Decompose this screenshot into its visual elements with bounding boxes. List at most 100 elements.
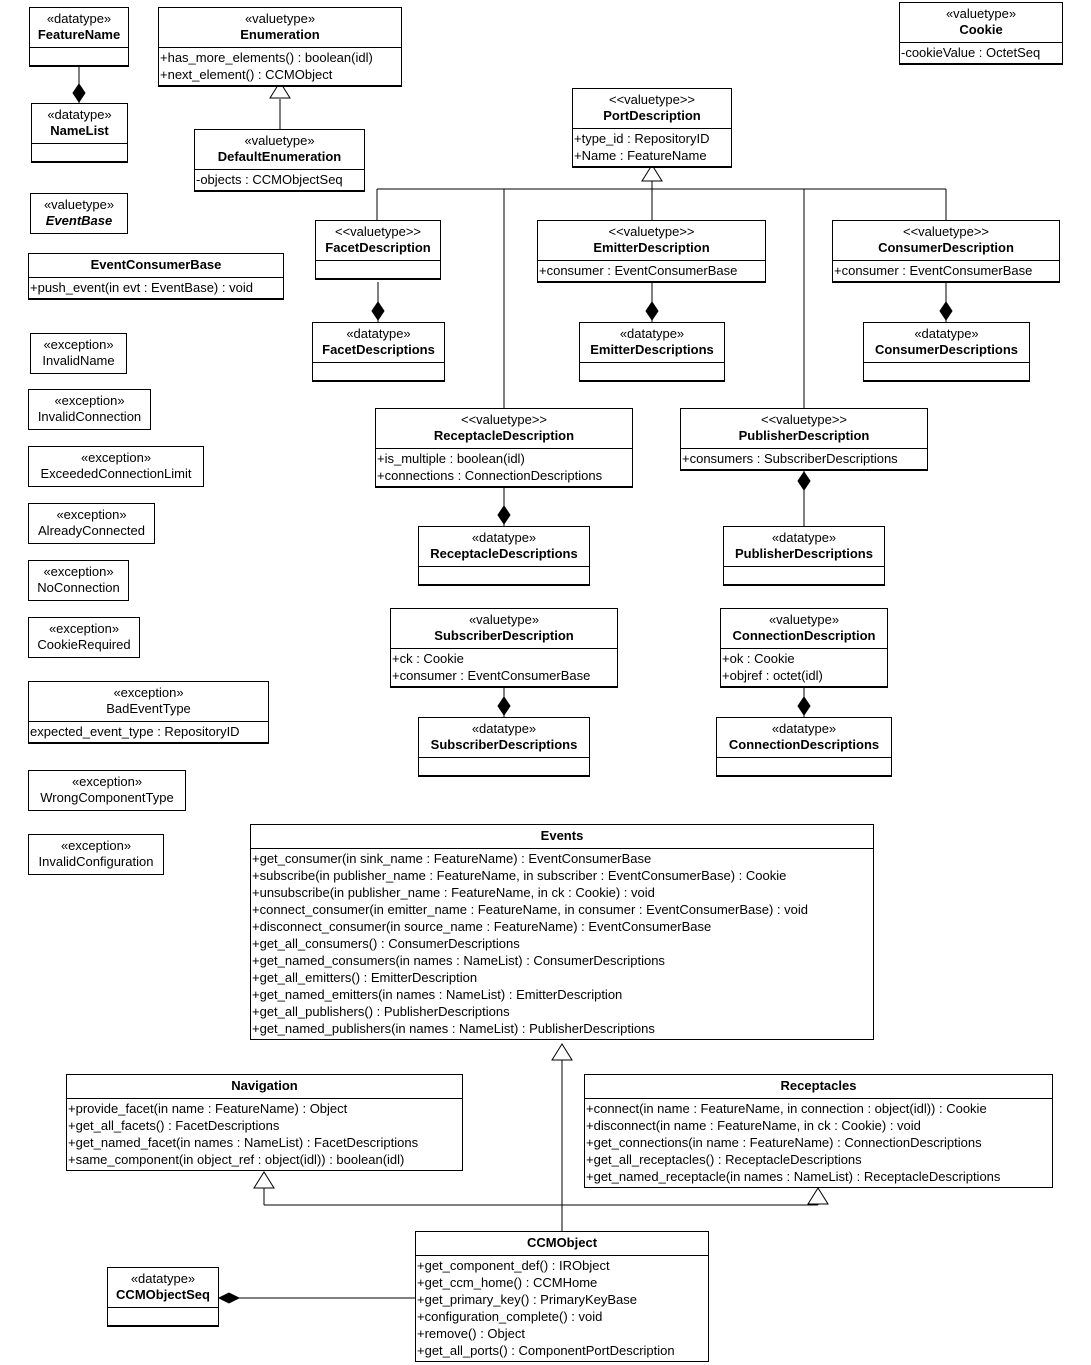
member-row: +consumer : EventConsumerBase [539,263,738,278]
class-navigation: Navigation+provide_facet(in name : Featu… [66,1074,463,1171]
class-header: «exception»NoConnection [29,561,128,600]
class-attributes: +ck : Cookie+consumer : EventConsumerBas… [391,649,617,687]
class-header: «exception»BadEventType [29,682,268,722]
class-header: «datatype»ReceptacleDescriptions [419,527,589,567]
class-name: PublisherDescription [738,428,870,443]
member-row: +unsubscribe(in publisher_name : Feature… [252,885,655,900]
class-header: «valuetype»Enumeration [159,8,401,48]
class-name: EmitterDescription [593,240,710,255]
class-name: ReceptacleDescriptions [430,546,578,561]
class-receptacle-descriptions: «datatype»ReceptacleDescriptions [418,526,590,586]
member-row: +ok : Cookie [722,651,795,666]
class-header: Events [251,825,873,849]
class-header: «datatype»EmitterDescriptions [580,323,724,363]
composition-diamond [72,83,86,103]
member-row: +same_component(in object_ref : object(i… [68,1152,405,1167]
stereotype-label: «datatype» [346,326,411,341]
class-header: <<valuetype>>ReceptacleDescription [376,409,632,449]
class-header: «exception»ExceededConnectionLimit [29,447,203,486]
class-header: EventConsumerBase [29,254,283,278]
class-header: «valuetype»DefaultEnumeration [195,130,364,170]
member-row: +get_named_consumers(in names : NameList… [252,953,665,968]
class-default-enumeration: «valuetype»DefaultEnumeration -objects : … [194,129,365,192]
member-row: +get_all_receptacles() : ReceptacleDescr… [586,1152,862,1167]
member-row: +get_ccm_home() : CCMHome [417,1275,598,1290]
class-header: Navigation [67,1075,462,1099]
class-header: «datatype»SubscriberDescriptions [419,718,589,758]
class-facet-descriptions: «datatype»FacetDescriptions [312,322,445,382]
class-attributes [313,363,444,381]
member-row: +disconnect_consumer(in source_name : Fe… [252,919,712,934]
member-row: +get_connections(in name : FeatureName) … [586,1135,982,1150]
member-row: -cookieValue : OctetSeq [901,45,1041,60]
member-row: +subscribe(in publisher_name : FeatureNa… [252,868,787,883]
class-attributes: +consumers : SubscriberDescriptions [681,449,927,470]
member-row: +get_consumer(in sink_name : FeatureName… [252,851,652,866]
member-row: +push_event(in evt : EventBase) : void [30,280,253,295]
class-ccm-object: CCMObject+get_component_def() : IRObject… [415,1231,709,1362]
stereotype-label: «exception» [43,564,114,579]
class-attributes [580,363,724,381]
member-row: +get_named_publishers(in names : NameLis… [252,1021,655,1036]
member-row: +get_component_def() : IRObject [417,1258,610,1273]
class-name: ConnectionDescription [732,628,876,643]
class-header: <<valuetype>>PublisherDescription [681,409,927,449]
class-name: InvalidConnection [37,409,142,424]
stereotype-label: <<valuetype>> [608,224,695,239]
class-name: FeatureName [37,27,121,42]
class-attributes: +is_multiple : boolean(idl)+connections … [376,449,632,487]
class-attributes [108,1308,218,1326]
class-name: EventBase [45,213,113,228]
class-emitter-descriptions: «datatype»EmitterDescriptions [579,322,725,382]
member-row: +next_element() : CCMObject [160,67,333,82]
stereotype-label: «valuetype» [244,133,315,148]
class-invalid-name: «exception»InvalidName [30,333,127,374]
class-header: «valuetype»Cookie [900,3,1062,43]
class-invalid-configuration: «exception»InvalidConfiguration [28,834,164,875]
member-row: +configuration_complete() : void [417,1309,603,1324]
class-subscriber-description: «valuetype»SubscriberDescription+ck : Co… [390,608,618,688]
class-header: «datatype»CCMObjectSeq [108,1268,218,1308]
stereotype-label: «datatype» [771,530,837,545]
generalization-arrow [253,1171,275,1189]
class-attributes: expected_event_type : RepositoryID [29,722,268,743]
class-ccm-object-seq: «datatype»CCMObjectSeq [107,1267,219,1327]
class-header: «datatype»FeatureName [30,8,128,48]
stereotype-label: «exception» [48,621,120,636]
class-name: WrongComponentType [40,790,174,805]
class-cookie-required: «exception»CookieRequired [28,617,140,658]
class-cookie: «valuetype»Cookie -cookieValue : OctetSeq [899,2,1063,65]
class-name: CookieRequired [37,637,131,652]
class-header: <<valuetype>>PortDescription [573,89,731,129]
class-exceeded-connection-limit: «exception»ExceededConnectionLimit [28,446,204,487]
class-name: EventConsumerBase [90,257,222,272]
stereotype-label: «exception» [80,450,152,465]
member-row: -objects : CCMObjectSeq [196,172,343,187]
class-name: ExceededConnectionLimit [40,466,192,481]
member-row: +connect_consumer(in emitter_name : Feat… [252,902,809,917]
composition-diamond [497,696,511,716]
class-attributes: +push_event(in evt : EventBase) : void [29,278,283,299]
member-row: +get_all_consumers() : ConsumerDescripti… [252,936,520,951]
class-header: <<valuetype>>ConsumerDescription [833,221,1059,261]
class-name: NameList [50,123,109,138]
member-row: +consumer : EventConsumerBase [834,263,1033,278]
stereotype-label: «valuetype» [244,11,316,26]
class-port-description: <<valuetype>>PortDescription +type_id : R… [572,88,732,168]
member-row: +get_all_ports() : ComponentPortDescript… [417,1343,675,1358]
member-row: +type_id : RepositoryID [574,131,710,146]
class-header: <<valuetype>>EmitterDescription [538,221,765,261]
stereotype-label: «datatype» [47,107,112,122]
member-row: +remove() : Object [417,1326,526,1341]
class-name: FacetDescriptions [322,342,435,357]
stereotype-label: «valuetype» [768,612,840,627]
class-name: PublisherDescriptions [735,546,873,561]
stereotype-label: «datatype» [471,721,537,736]
class-events: Events +get_consumer(in sink_name : Featu… [250,824,874,1040]
class-attributes [316,261,440,279]
stereotype-label: «valuetype» [945,6,1017,21]
stereotype-label: «exception» [60,838,132,853]
class-name-list: «datatype»NameList [31,103,128,163]
class-header: «datatype»FacetDescriptions [313,323,444,363]
